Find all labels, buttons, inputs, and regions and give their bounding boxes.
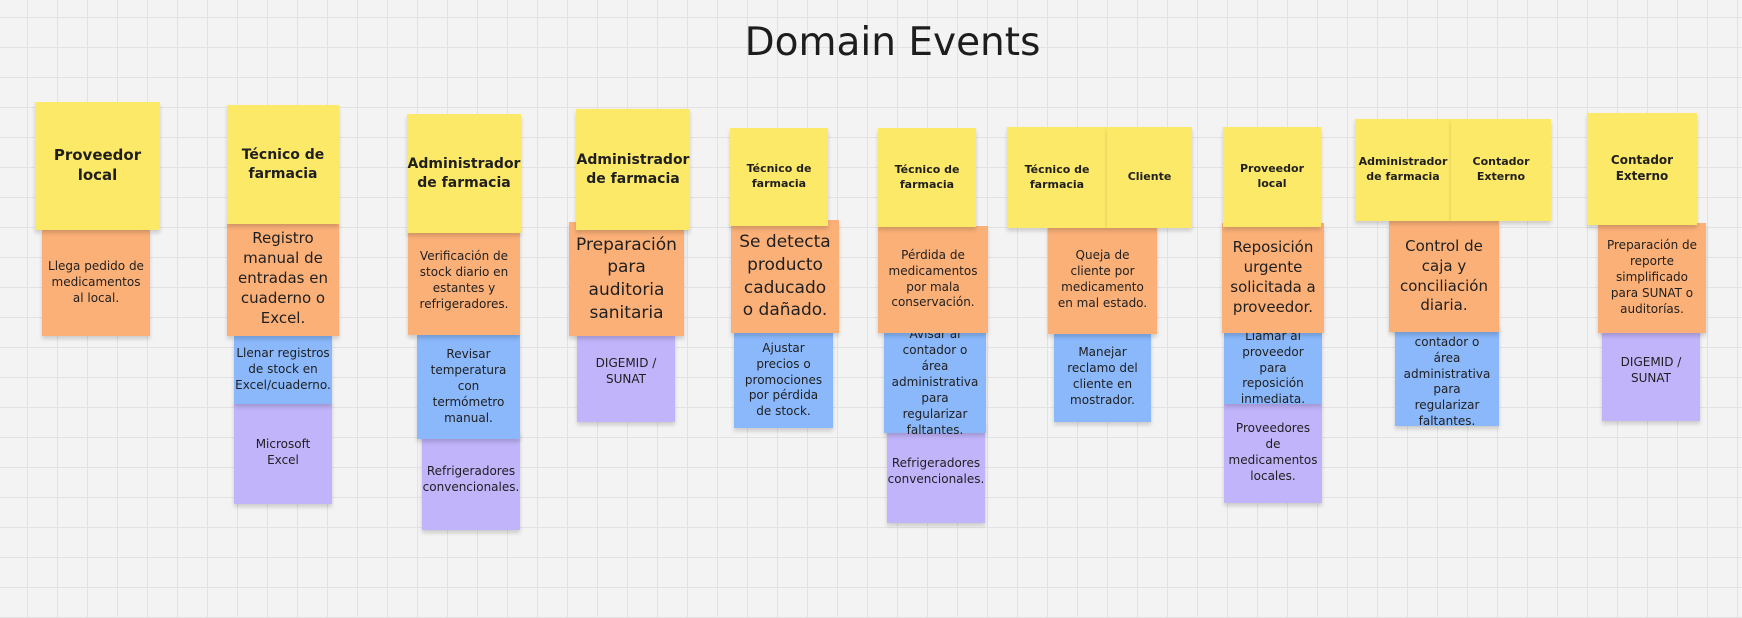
system-note[interactable]: Microsoft Excel [234,402,332,504]
command-note[interactable]: Llamar al proveedor para reposición inme… [1224,329,1322,406]
command-note[interactable]: Revisar temperatura con termómetro manua… [417,335,520,439]
actor-note[interactable]: Técnico de farmacia [1007,127,1107,228]
event-note[interactable]: Preparación para auditoria sanitaria [569,222,684,336]
actor-note[interactable]: Proveedor local [35,102,160,230]
command-note[interactable]: Manejar reclamo del cliente en mostrador… [1054,332,1151,422]
actor-note[interactable]: Contador Externo [1451,119,1551,221]
actor-note[interactable]: Técnico de farmacia [730,128,828,226]
event-note[interactable]: Pérdida de medicamentos por mala conserv… [878,226,988,333]
event-note[interactable]: Se detecta producto caducado o dañado. [731,220,839,333]
system-note[interactable]: Refrigeradores convencionales. [422,430,520,530]
actor-note[interactable]: Proveedor local [1223,127,1321,227]
event-note[interactable]: Llega pedido de medicamentos al local. [42,230,150,336]
board-title: Domain Events [744,20,1041,65]
event-note[interactable]: Verificación de stock diario en estantes… [408,227,520,335]
actor-note[interactable]: Administrador de farmacia [576,109,690,230]
event-note[interactable]: Queja de cliente por medicamento en mal … [1048,226,1157,334]
event-note[interactable]: Reposición urgente solicitada a proveedo… [1222,223,1324,333]
command-note[interactable]: Llenar registros de stock en Excel/cuade… [234,336,332,404]
actor-note[interactable]: Técnico de farmacia [227,105,339,224]
event-note[interactable]: Registro manual de entradas en cuaderno … [227,222,339,336]
system-note[interactable]: DIGEMID / SUNAT [1602,320,1700,421]
system-note[interactable]: Refrigeradores convencionales. [887,421,985,523]
actor-note[interactable]: Contador Externo [1587,113,1697,225]
actor-note[interactable]: Administrador de farmacia [1355,119,1451,221]
system-note[interactable]: DIGEMID / SUNAT [577,321,675,422]
command-note[interactable]: Avisar al contador o área administrativa… [884,327,986,437]
actor-note[interactable]: Administrador de farmacia [407,114,521,233]
event-note[interactable]: Control de caja y conciliación diaria. [1389,221,1499,332]
actor-note[interactable]: Técnico de farmacia [878,128,976,227]
actor-note[interactable]: Cliente [1107,127,1192,228]
command-note[interactable]: Ajustar precios o promociones por pérdid… [734,333,833,428]
command-note[interactable]: Avisar al contador o área administrativa… [1395,319,1499,428]
system-note[interactable]: Proveedores de medicamentos locales. [1224,403,1322,503]
event-note[interactable]: Preparación de reporte simplificado para… [1598,223,1706,333]
